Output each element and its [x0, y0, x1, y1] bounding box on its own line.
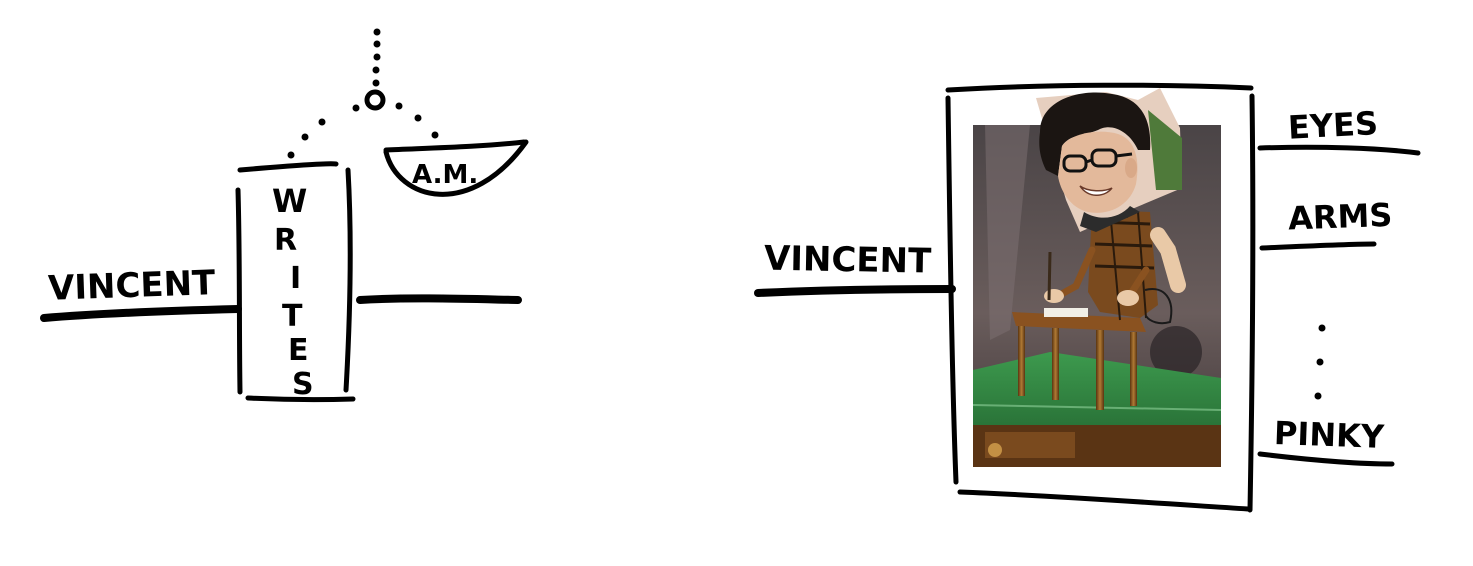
writes-letter-i: I — [290, 261, 301, 296]
writes-letter-t: T — [282, 299, 303, 334]
output-wire-arms — [1259, 241, 1377, 251]
dotted-connector — [287, 28, 439, 159]
writes-box: W R I T E S — [235, 161, 356, 403]
automaton-box — [945, 82, 1256, 513]
writes-letter-r: R — [274, 223, 297, 258]
left-wire-label: VINCENT — [47, 263, 216, 309]
writes-letter-s: S — [292, 367, 314, 402]
output-label-eyes: EYES — [1287, 104, 1379, 147]
automaton-photo — [972, 88, 1222, 467]
output-label-arms: ARMS — [1287, 196, 1393, 238]
right-diagram: VINCENT — [754, 82, 1421, 513]
right-input-wire — [754, 285, 956, 297]
am-parameter: A.M. — [383, 139, 529, 197]
am-label: A.M. — [412, 160, 478, 190]
writes-letter-e: E — [288, 333, 309, 368]
left-diagram: VINCENT W R I T E S A.M. — [40, 28, 529, 403]
left-input-wire — [40, 305, 242, 322]
output-wire-eyes — [1257, 144, 1421, 156]
output-wire-pinky — [1257, 451, 1395, 467]
left-output-wire — [356, 294, 522, 304]
right-wire-label: VINCENT — [764, 239, 933, 282]
writes-letter-w: W — [272, 182, 307, 220]
output-ellipsis — [1314, 324, 1326, 400]
output-label-pinky: PINKY — [1273, 414, 1385, 456]
